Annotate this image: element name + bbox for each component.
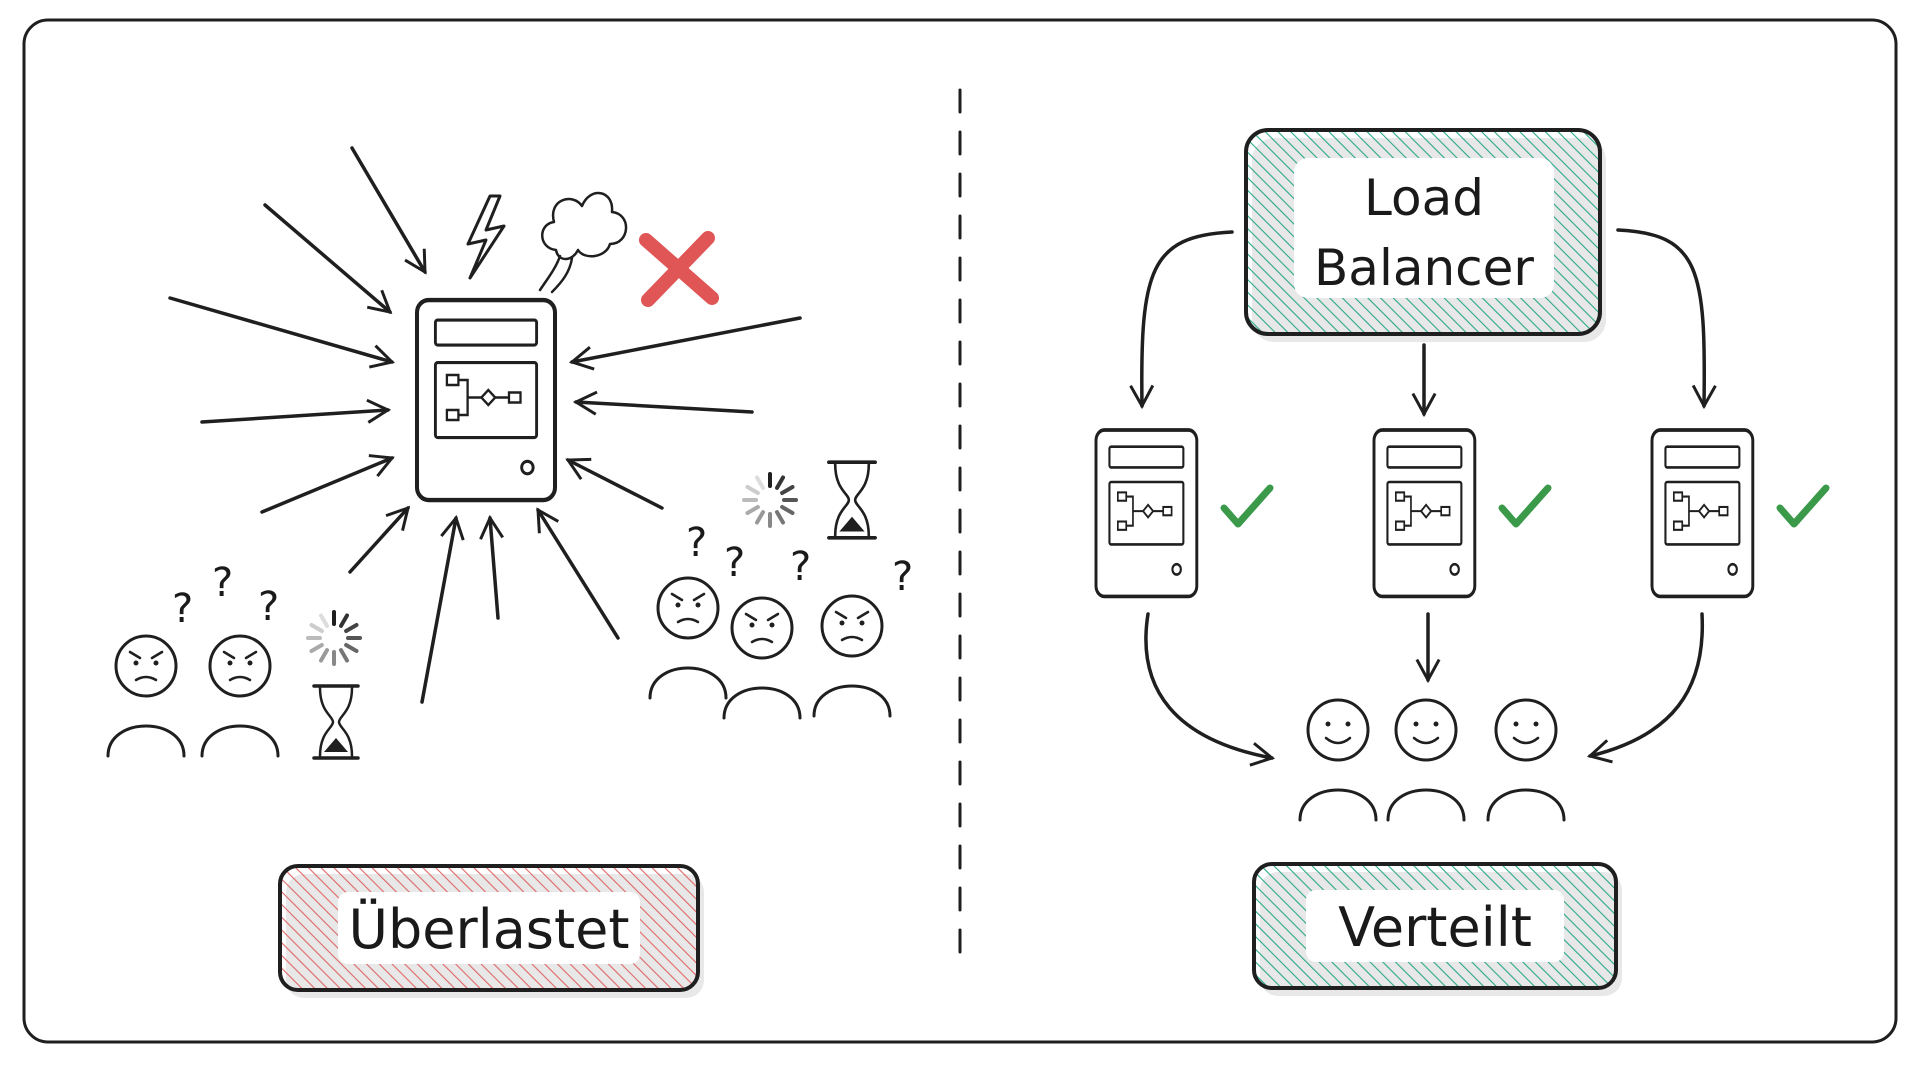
distributed-panel: Load Balancer <box>1094 128 1826 996</box>
load-balancer-box: Load Balancer <box>1244 128 1606 342</box>
lightning-icon <box>466 194 506 280</box>
distribution-arrows <box>1129 228 1717 418</box>
overloaded-panel: ? ? ? ? ? ? ? Überlastet <box>106 146 913 998</box>
question-mark: ? <box>724 540 745 586</box>
overloaded-label: Überlastet <box>348 898 629 961</box>
question-mark: ? <box>258 584 279 630</box>
smoke-cloud-icon <box>538 191 628 294</box>
x-mark-icon <box>639 231 719 307</box>
frustrated-users-left: ? ? ? <box>106 560 362 760</box>
frustrated-users-right: ? ? ? ? <box>648 460 913 720</box>
question-mark: ? <box>212 560 233 606</box>
question-mark: ? <box>686 520 707 566</box>
distributed-label: Verteilt <box>1338 896 1532 959</box>
response-arrows <box>1144 612 1705 767</box>
overloaded-server <box>417 300 555 500</box>
incoming-request-arrows <box>168 146 802 704</box>
load-balancer-title-line2: Balancer <box>1314 239 1534 297</box>
overloaded-label-box: Überlastet <box>278 864 704 998</box>
server-1 <box>1094 428 1199 599</box>
question-mark: ? <box>892 554 913 600</box>
distributed-label-box: Verteilt <box>1252 862 1622 996</box>
server-3 <box>1650 428 1755 599</box>
question-mark: ? <box>790 544 811 590</box>
question-mark: ? <box>172 586 193 632</box>
server-2 <box>1372 428 1477 599</box>
load-balancer-title-line1: Load <box>1364 169 1484 227</box>
